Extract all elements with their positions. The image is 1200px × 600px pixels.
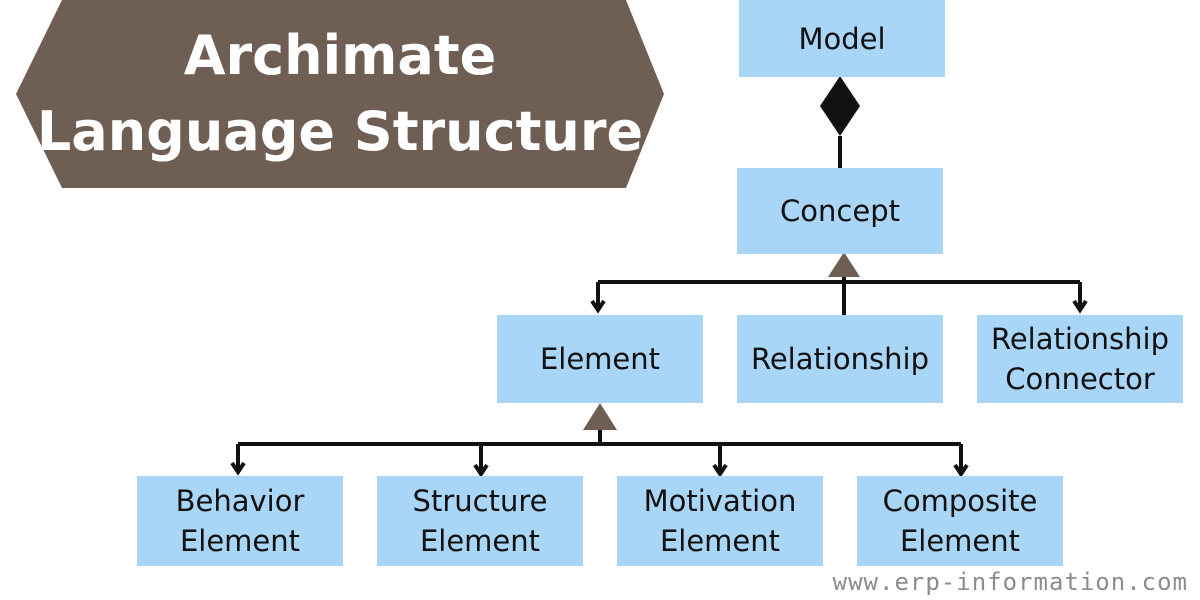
composite-arrowhead bbox=[953, 463, 969, 478]
connector-arrowhead bbox=[1072, 299, 1088, 314]
model-node: Model bbox=[739, 0, 945, 77]
behavior-element-node: Behavior Element bbox=[137, 476, 343, 566]
motivation-arrowhead bbox=[712, 463, 728, 478]
concept-inheritance-triangle bbox=[828, 252, 860, 277]
element-label: Element bbox=[539, 342, 661, 376]
concept-node: Concept bbox=[737, 168, 943, 254]
relationship-label: Relationship bbox=[750, 342, 930, 376]
title-banner bbox=[16, 0, 664, 188]
behavior-arrowhead bbox=[230, 461, 246, 476]
watermark: www.erp-information.com bbox=[832, 568, 1188, 596]
model-label: Model bbox=[798, 21, 886, 56]
concept-label: Concept bbox=[780, 194, 900, 228]
relationship-connector-label-line-2: Connector bbox=[1005, 362, 1155, 396]
composite-element-label-line-2: Element bbox=[899, 524, 1021, 558]
relationship-node: Relationship bbox=[737, 315, 943, 403]
structure-arrowhead bbox=[473, 463, 489, 478]
structure-element-node: Structure Element bbox=[377, 476, 583, 566]
diagram-title: Archimate Language Structure bbox=[20, 0, 660, 188]
structure-element-label-line-1: Structure bbox=[412, 484, 548, 518]
motivation-element-label-line-2: Element bbox=[659, 524, 781, 558]
composite-element-node: Composite Element bbox=[857, 476, 1063, 566]
relationship-connector-label-line-1: Relationship bbox=[990, 322, 1170, 356]
behavior-element-label-line-1: Behavior bbox=[175, 484, 305, 518]
motivation-element-node: Motivation Element bbox=[617, 476, 823, 566]
title-line-2: Language Structure bbox=[36, 100, 644, 163]
element-inheritance-triangle bbox=[583, 403, 617, 430]
composition-diamond bbox=[820, 76, 860, 136]
element-arrowhead bbox=[590, 299, 606, 314]
motivation-element-label-line-1: Motivation bbox=[643, 484, 797, 518]
title-line-1: Archimate bbox=[183, 24, 497, 87]
relationship-connector-node: Relationship Connector bbox=[977, 315, 1183, 403]
composite-element-label-line-1: Composite bbox=[882, 484, 1038, 518]
behavior-element-label-line-2: Element bbox=[179, 524, 301, 558]
element-node: Element bbox=[497, 315, 703, 403]
structure-element-label-line-2: Element bbox=[419, 524, 541, 558]
